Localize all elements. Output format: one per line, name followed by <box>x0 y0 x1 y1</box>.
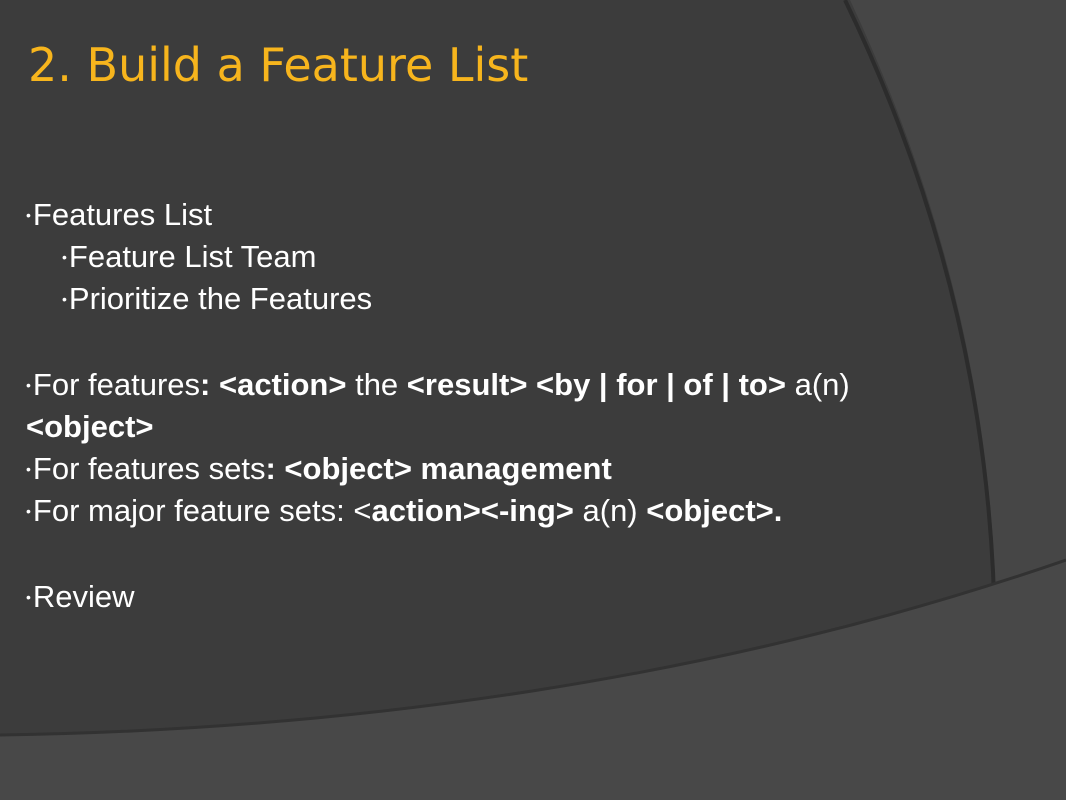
rule-article: a(n) <box>785 367 850 402</box>
bullet-icon: • <box>26 377 31 393</box>
background-wave-bottom <box>0 560 1066 800</box>
bullet-icon: • <box>26 589 31 605</box>
rule-preposition: <by | for | of | to> <box>527 367 786 402</box>
list-item-label: Features List <box>32 197 213 232</box>
list-item-prioritize-features: •Prioritize the Features <box>26 278 1036 320</box>
rule-major-feature-sets: •For major feature sets: <action><-ing> … <box>26 490 1036 532</box>
rule-feature-sets: •For features sets: <object> management <box>26 448 1036 490</box>
bullet-icon: • <box>62 291 67 307</box>
rule-prefix: For features sets <box>32 451 266 486</box>
list-item-label: Review <box>32 579 135 614</box>
bullet-icon: • <box>26 207 31 223</box>
rule-object: <object> <box>26 409 154 444</box>
list-item-feature-list-team: •Feature List Team <box>26 236 1036 278</box>
spacer <box>26 532 1036 576</box>
rule-action: <action> <box>210 367 347 402</box>
rule-features: •For features: <action> the <result> <by… <box>26 364 1036 406</box>
list-item-review: •Review <box>26 576 1036 618</box>
list-item-label: Feature List Team <box>68 239 317 274</box>
rule-result: <result> <box>406 367 528 402</box>
slide-body: •Features List •Feature List Team •Prior… <box>26 194 1036 618</box>
bullet-icon: • <box>26 503 31 519</box>
background-wave-edge <box>0 558 1066 737</box>
rule-features-continued: <object> <box>26 406 1036 448</box>
list-item-features-list: •Features List <box>26 194 1036 236</box>
rule-object-management: : <object> management <box>265 451 612 486</box>
rule-prefix: For features <box>32 367 201 402</box>
rule-object: <object>. <box>646 493 783 528</box>
rule-colon: : <box>200 367 211 402</box>
spacer <box>26 320 1036 364</box>
rule-prefix: For major feature sets: < <box>32 493 372 528</box>
rule-article: a(n) <box>573 493 647 528</box>
rule-the: the <box>346 367 407 402</box>
bullet-icon: • <box>62 249 67 265</box>
slide-title: 2. Build a Feature List <box>28 38 529 92</box>
list-item-label: Prioritize the Features <box>68 281 373 316</box>
bullet-icon: • <box>26 461 31 477</box>
rule-action-ing: action><-ing> <box>371 493 574 528</box>
